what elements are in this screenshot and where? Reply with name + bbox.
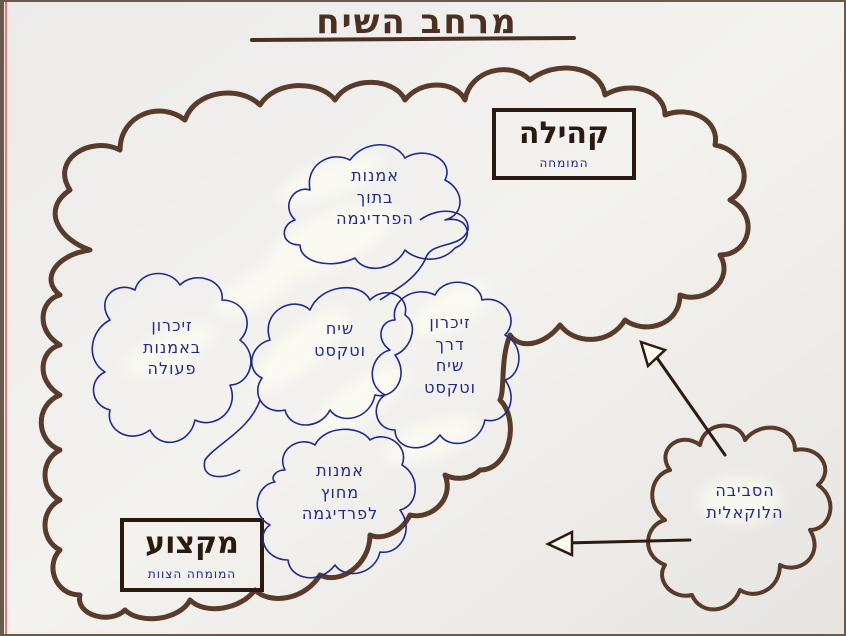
page-title: מרחב השיח (316, 2, 518, 42)
cloud-left-text: זיכרון באמנות פעולה (112, 315, 232, 380)
cloud-right-line-2: דרך (435, 334, 465, 354)
outside-cloud-line-1: הסביבה (715, 481, 775, 500)
cloud-squiggle-connector (203, 210, 469, 478)
top-box-label: קהילה (518, 116, 610, 151)
white-paint-smudges (124, 154, 780, 522)
cloud-center-outline (250, 286, 414, 426)
cloud-left-line-3: פעולה (147, 359, 197, 379)
small-outside-cloud (646, 423, 833, 612)
title-underline (250, 36, 576, 42)
cloud-top-outline (283, 144, 469, 270)
cloud-left-line-1: זיכרון (151, 316, 193, 335)
cloud-left-outline (91, 272, 252, 444)
inner-clouds (91, 144, 520, 579)
cloud-top-text: אמנות בתוך הפרדיגמה (300, 165, 450, 230)
bottom-box-sublabel: המומחה הצוות (147, 567, 237, 581)
outside-cloud-line-2: הלוקאלית (706, 502, 784, 522)
big-cloud-outline (38, 65, 751, 622)
cloud-center-line-2: וטקסט (314, 340, 366, 360)
cloud-top-line-3: הפרדיגמה (336, 209, 414, 229)
cloud-top-line-1: אמנות (351, 166, 399, 185)
cloud-right-text: זיכרון דרך שיח וטקסט (400, 312, 500, 398)
cloud-right-outline (371, 281, 520, 449)
cloud-top-line-2: בתוך (356, 187, 394, 207)
cloud-right-line-1: זיכרון (429, 313, 471, 332)
cloud-bottom-line-1: אמנות (316, 461, 364, 480)
cloud-right-line-3: שיח (435, 356, 465, 376)
bottom-box-label: מקצוע (145, 526, 239, 561)
top-box-sublabel: המומחה (539, 156, 589, 170)
arrows (545, 340, 727, 557)
outside-cloud-text: הסביבה הלוקאלית (680, 480, 810, 523)
cloud-bottom-line-3: לפרדיגמה (301, 504, 379, 524)
cloud-left-line-2: באמנות (142, 337, 202, 357)
cloud-center-line-1: שיח (325, 319, 355, 338)
top-right-box (492, 108, 636, 180)
cloud-bottom-outline (256, 428, 416, 579)
cloud-bottom-line-2: מחוץ (320, 482, 360, 502)
cloud-right-line-4: וטקסט (424, 377, 476, 397)
bottom-left-box (120, 518, 264, 592)
cloud-bottom-text: אמנות מחוץ לפרדיגמה (280, 460, 400, 525)
cloud-center-text: שיח וטקסט (290, 318, 390, 361)
